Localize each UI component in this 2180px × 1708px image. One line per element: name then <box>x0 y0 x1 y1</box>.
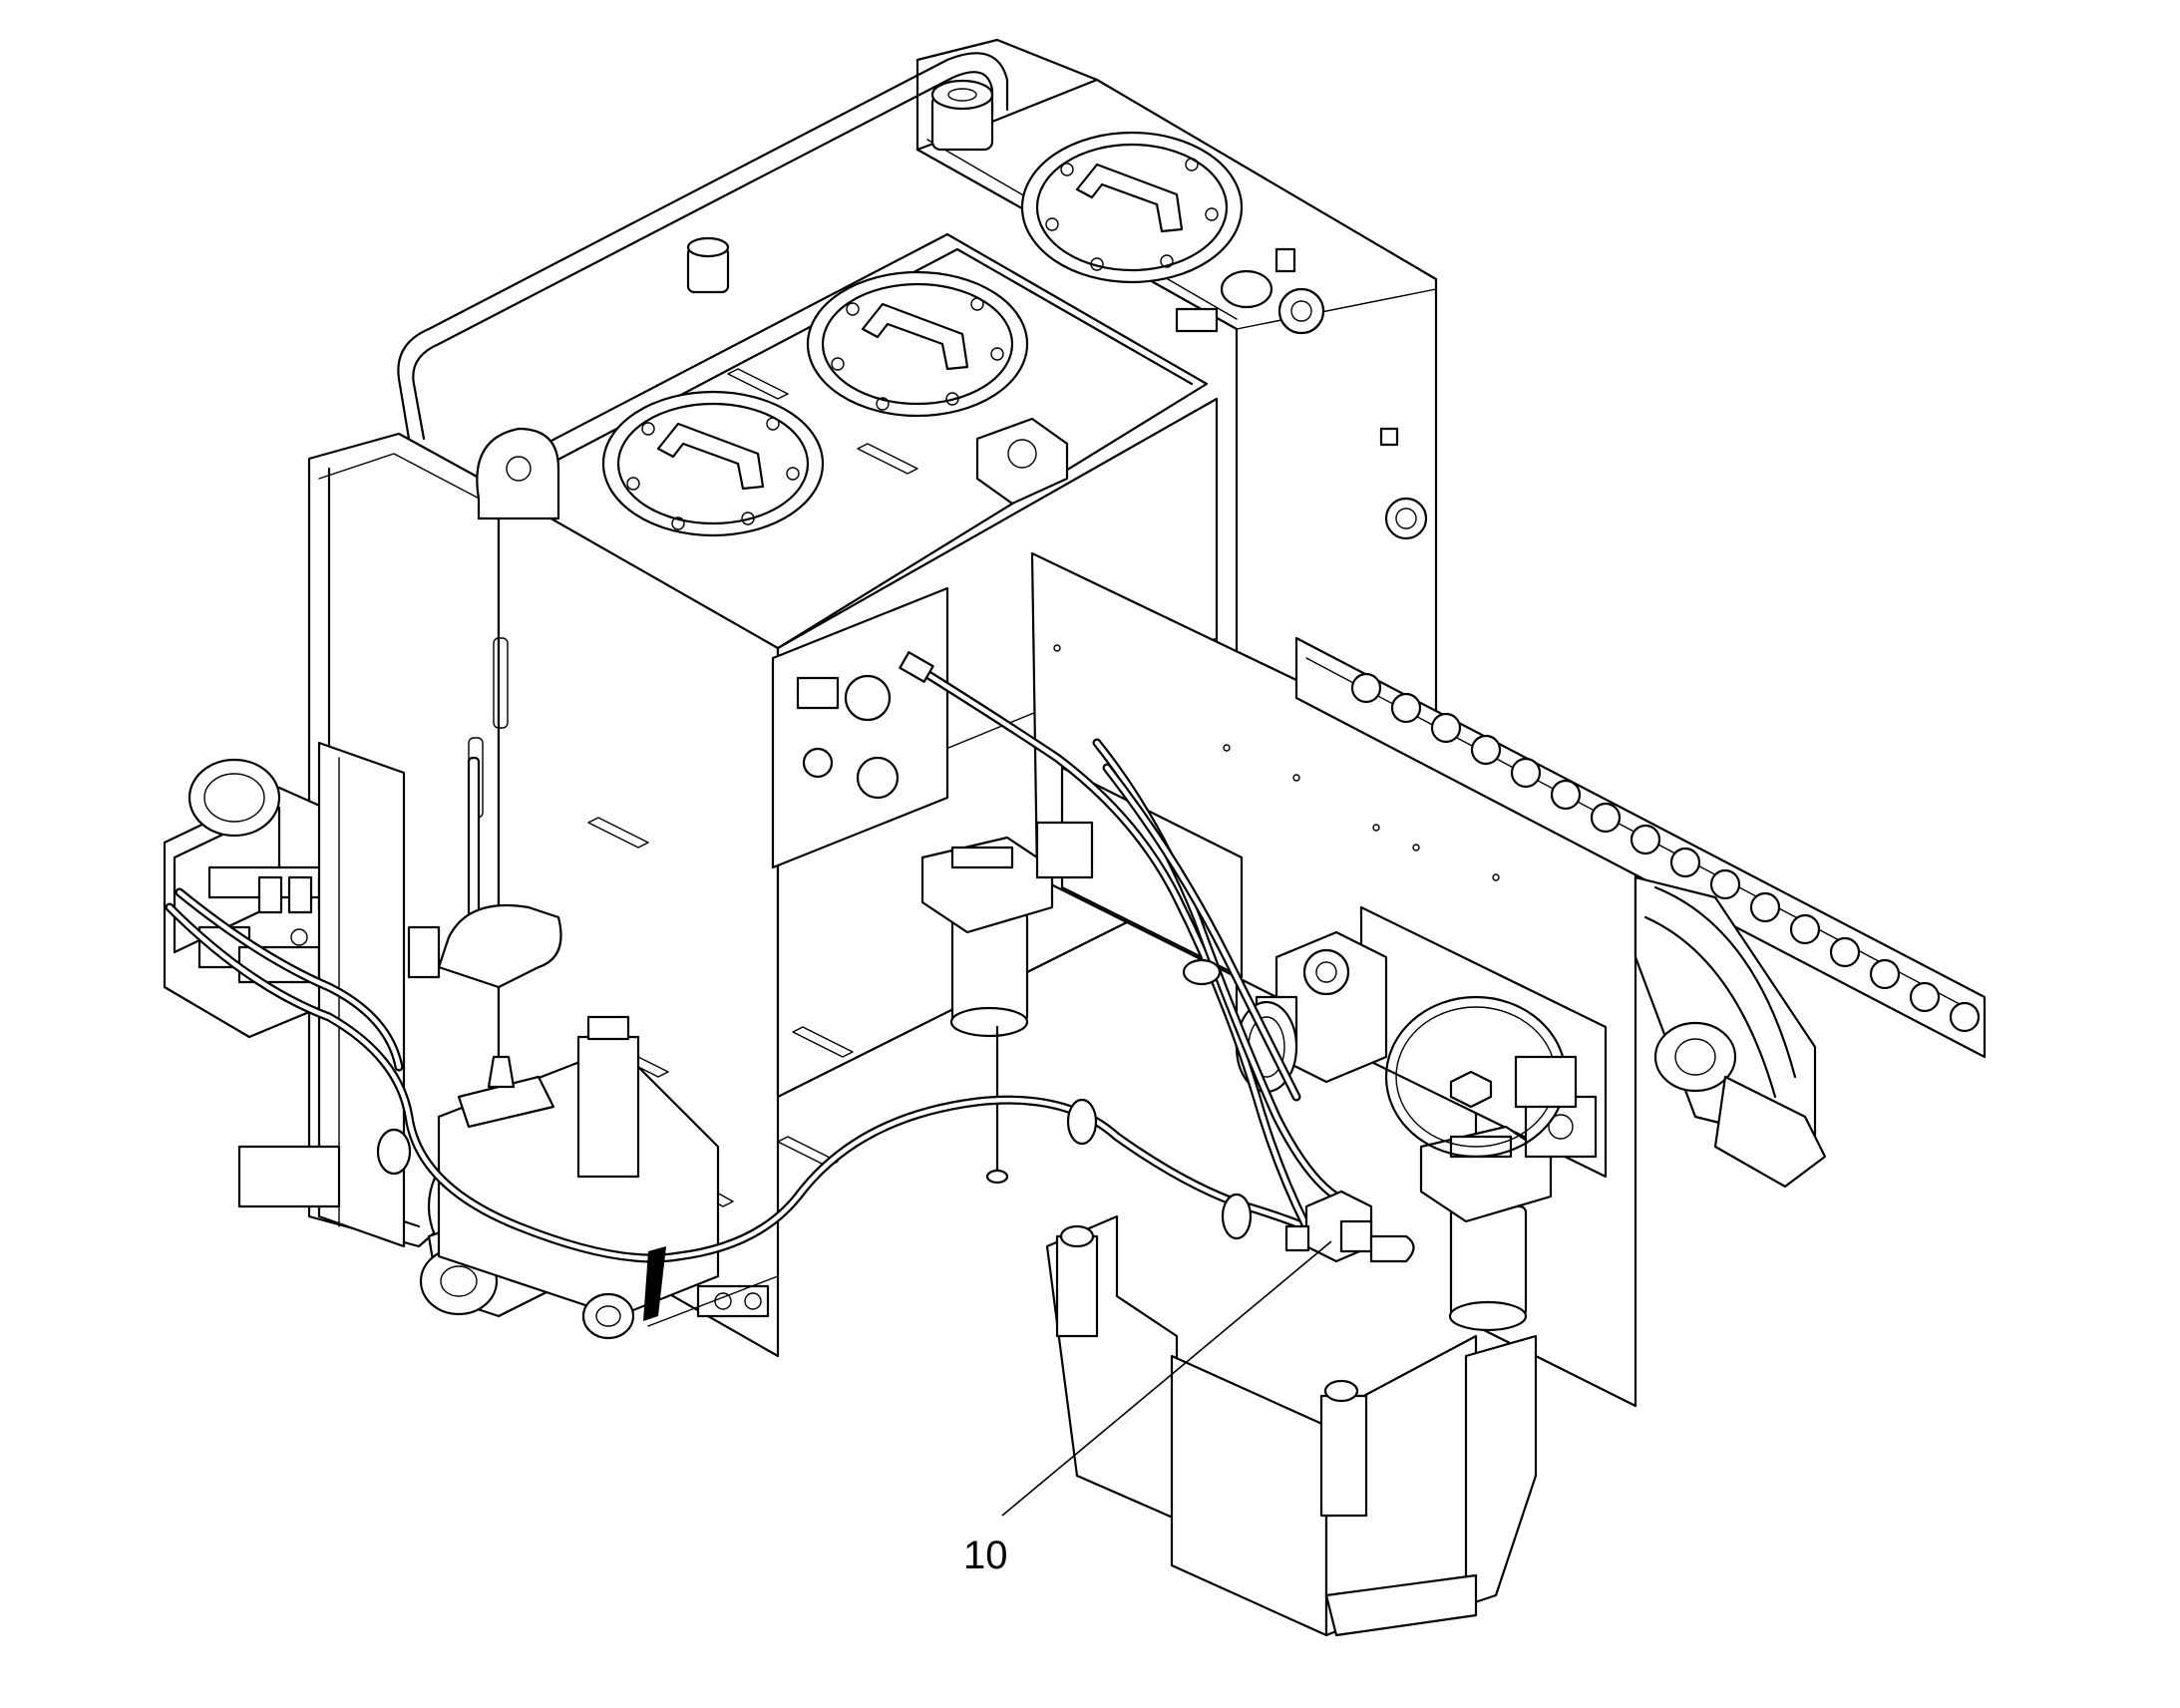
hoses <box>165 651 1341 1321</box>
item-10-valve <box>1284 1190 1415 1263</box>
accumulator-ring <box>1384 995 1578 1159</box>
left-valve-manifold <box>163 741 441 1248</box>
breather-cap <box>930 79 994 152</box>
rear-tank-lid <box>1020 131 1244 284</box>
tank-lid-front <box>601 390 825 537</box>
chain-links <box>1350 672 1981 1033</box>
pump-unit <box>419 1015 779 1340</box>
filter-left <box>920 821 1094 1185</box>
tank-lid-middle <box>806 270 1029 418</box>
cable-chain <box>1294 636 1987 1189</box>
callout-label-10: 10 <box>963 1534 1008 1577</box>
callout-leader-line <box>1001 1240 1332 1517</box>
